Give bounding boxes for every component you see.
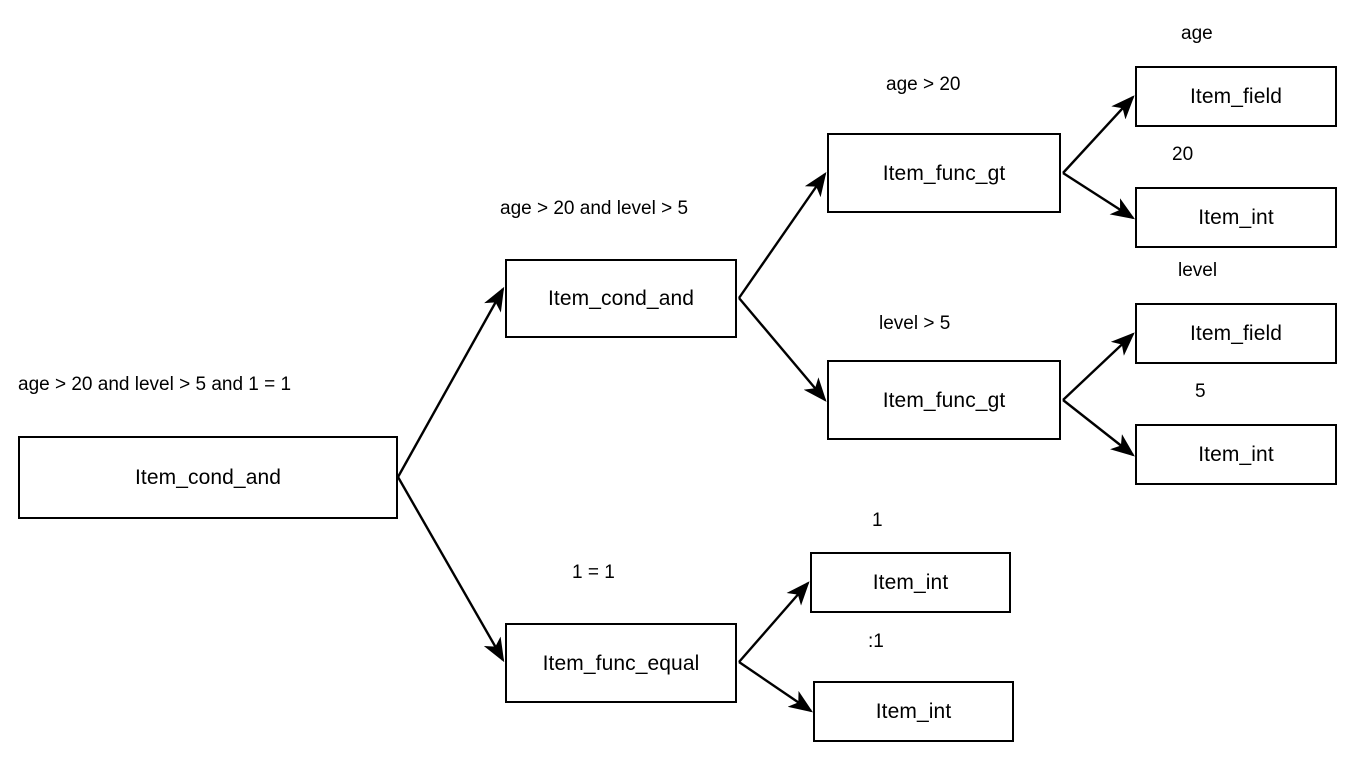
node-cond_and_2[interactable]: Item_cond_and	[505, 259, 737, 338]
node-label: Item_int	[1198, 206, 1274, 229]
node-func_equal[interactable]: Item_func_equal	[505, 623, 737, 703]
node-root[interactable]: Item_cond_and	[18, 436, 398, 519]
edge-func_gt_lvl-to-field_level	[1062, 332, 1135, 401]
edge-func_gt_lvl-to-int_5	[1062, 399, 1135, 457]
edge-func_gt_age-to-int_20	[1062, 171, 1136, 220]
edge-label-field_level: level	[1178, 260, 1218, 281]
node-int_1_b[interactable]: Item_int	[813, 681, 1014, 742]
node-field_level[interactable]: Item_field	[1135, 303, 1337, 364]
edge-label-func_gt_lvl: level > 5	[879, 313, 951, 334]
node-label: Item_func_equal	[542, 651, 700, 675]
node-func_gt_lvl[interactable]: Item_func_gt	[827, 360, 1061, 440]
node-label: Item_int	[1198, 443, 1274, 466]
node-int_5[interactable]: Item_int	[1135, 424, 1337, 485]
edge-func_equal-to-int_1_a	[738, 581, 810, 663]
node-label: Item_field	[1189, 322, 1283, 345]
edge-func_gt_age-to-field_age	[1062, 95, 1135, 174]
edge-label-int_5: 5	[1195, 381, 1206, 402]
edge-label-root: age > 20 and level > 5 and 1 = 1	[18, 374, 292, 395]
node-label: Item_int	[872, 571, 949, 594]
node-int_20[interactable]: Item_int	[1135, 187, 1337, 248]
edge-root-to-func_equal	[396, 476, 505, 663]
node-label: Item_int	[875, 700, 952, 723]
edge-cond_and_2-to-func_gt_lvl	[738, 297, 827, 402]
node-func_gt_age[interactable]: Item_func_gt	[827, 133, 1061, 213]
edge-label-int_20: 20	[1172, 144, 1194, 165]
edge-label-int_1_a: 1	[872, 510, 883, 531]
node-label: Item_field	[1189, 85, 1283, 108]
node-label: Item_cond_and	[547, 287, 695, 310]
edge-cond_and_2-to-func_gt_age	[738, 172, 827, 299]
edge-label-func_equal: 1 = 1	[572, 562, 615, 583]
edge-root-to-cond_and_2	[396, 286, 505, 478]
node-label: Item_func_gt	[882, 388, 1006, 412]
node-field_age[interactable]: Item_field	[1135, 66, 1337, 127]
edge-label-func_gt_age: age > 20	[886, 74, 961, 95]
node-label: Item_func_gt	[882, 161, 1006, 185]
edge-label-cond_and_2: age > 20 and level > 5	[500, 198, 689, 219]
edge-label-int_1_b: :1	[868, 631, 884, 652]
edge-func_equal-to-int_1_b	[738, 661, 813, 713]
node-int_1_a[interactable]: Item_int	[810, 552, 1011, 613]
node-label: Item_cond_and	[134, 466, 282, 489]
edge-label-field_age: age	[1181, 23, 1213, 44]
